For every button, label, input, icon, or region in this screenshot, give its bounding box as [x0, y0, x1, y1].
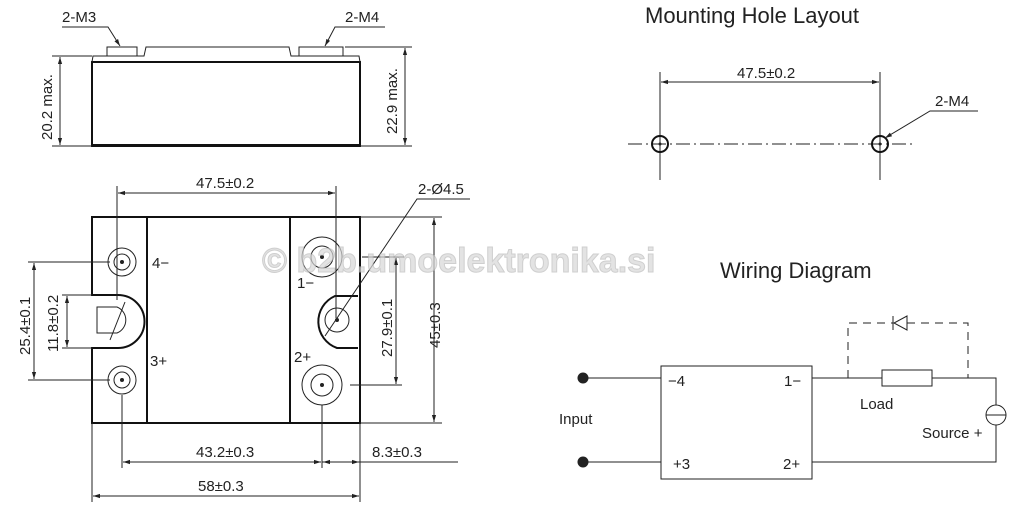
watermark: © b2b.umoelektronika.si [262, 242, 656, 280]
pin-3: +3 [673, 456, 690, 473]
label-2-m3: 2-M3 [62, 9, 96, 26]
terminal-screw-4 [107, 247, 137, 277]
terminal-label-3: 3+ [150, 353, 167, 370]
wiring-title: Wiring Diagram [720, 258, 872, 283]
mounting-hole-right [871, 135, 889, 153]
mounting-hole-left [651, 135, 669, 153]
terminal-screw-2 [301, 364, 343, 406]
diode-icon [892, 315, 908, 331]
terminal-label-1: 1− [297, 275, 314, 292]
terminal-m3 [106, 46, 138, 57]
relay-box [660, 365, 813, 480]
terminal-label-2: 2+ [294, 349, 311, 366]
mounting-hole-label: 2-M4 [935, 93, 969, 110]
label-2-m4: 2-M4 [345, 9, 379, 26]
side-view: 2-M3 2-M4 20.2 max. 22.9 max. [39, 9, 412, 147]
mounting-hole-layout: Mounting Hole Layout 47.5±0.2 2-M4 [628, 3, 978, 180]
side-body [91, 61, 361, 147]
load-resistor [881, 369, 933, 387]
pin-1: 1− [784, 373, 801, 390]
pin-2: 2+ [783, 456, 800, 473]
mounting-title: Mounting Hole Layout [645, 3, 859, 28]
pin-4: −4 [668, 373, 685, 390]
left-slot [96, 306, 127, 334]
dim-25-4: 25.4±0.1 [17, 297, 34, 355]
dim-45: 45±0.3 [427, 302, 444, 348]
mounting-dim: 47.5±0.2 [737, 65, 795, 82]
load-label: Load [860, 396, 893, 413]
dim-8-3: 8.3±0.3 [372, 444, 422, 461]
right-slot [317, 295, 358, 349]
label-hole-diameter: 2-Ø4.5 [418, 181, 464, 198]
mounting-hole [324, 307, 350, 333]
terminal-screw-3 [107, 365, 137, 395]
source-label: Source + [922, 425, 983, 442]
dim-11-8: 11.8±0.2 [45, 295, 62, 352]
dim-20-2: 20.2 max. [39, 74, 56, 140]
dim-22-9: 22.9 max. [384, 68, 401, 134]
terminal-m4 [298, 46, 344, 57]
dim-47-5: 47.5±0.2 [196, 175, 254, 192]
dim-27-9: 27.9±0.1 [379, 299, 396, 357]
input-label: Input [559, 411, 593, 428]
side-top-plate [91, 46, 361, 63]
terminal-screw-1 [301, 236, 343, 278]
dim-58: 58±0.3 [198, 478, 244, 495]
wiring-diagram: Wiring Diagram −4 +3 1− 2+ Input Load So… [559, 258, 1007, 480]
top-body [91, 216, 361, 424]
terminal-label-4: 4− [152, 255, 169, 272]
top-view: 4− 3+ 1− 2+ 47.5±0.2 2-Ø4.5 45±0.3 27.9±… [17, 175, 470, 502]
dim-43-2: 43.2±0.3 [196, 444, 254, 461]
source-icon [985, 404, 1007, 426]
